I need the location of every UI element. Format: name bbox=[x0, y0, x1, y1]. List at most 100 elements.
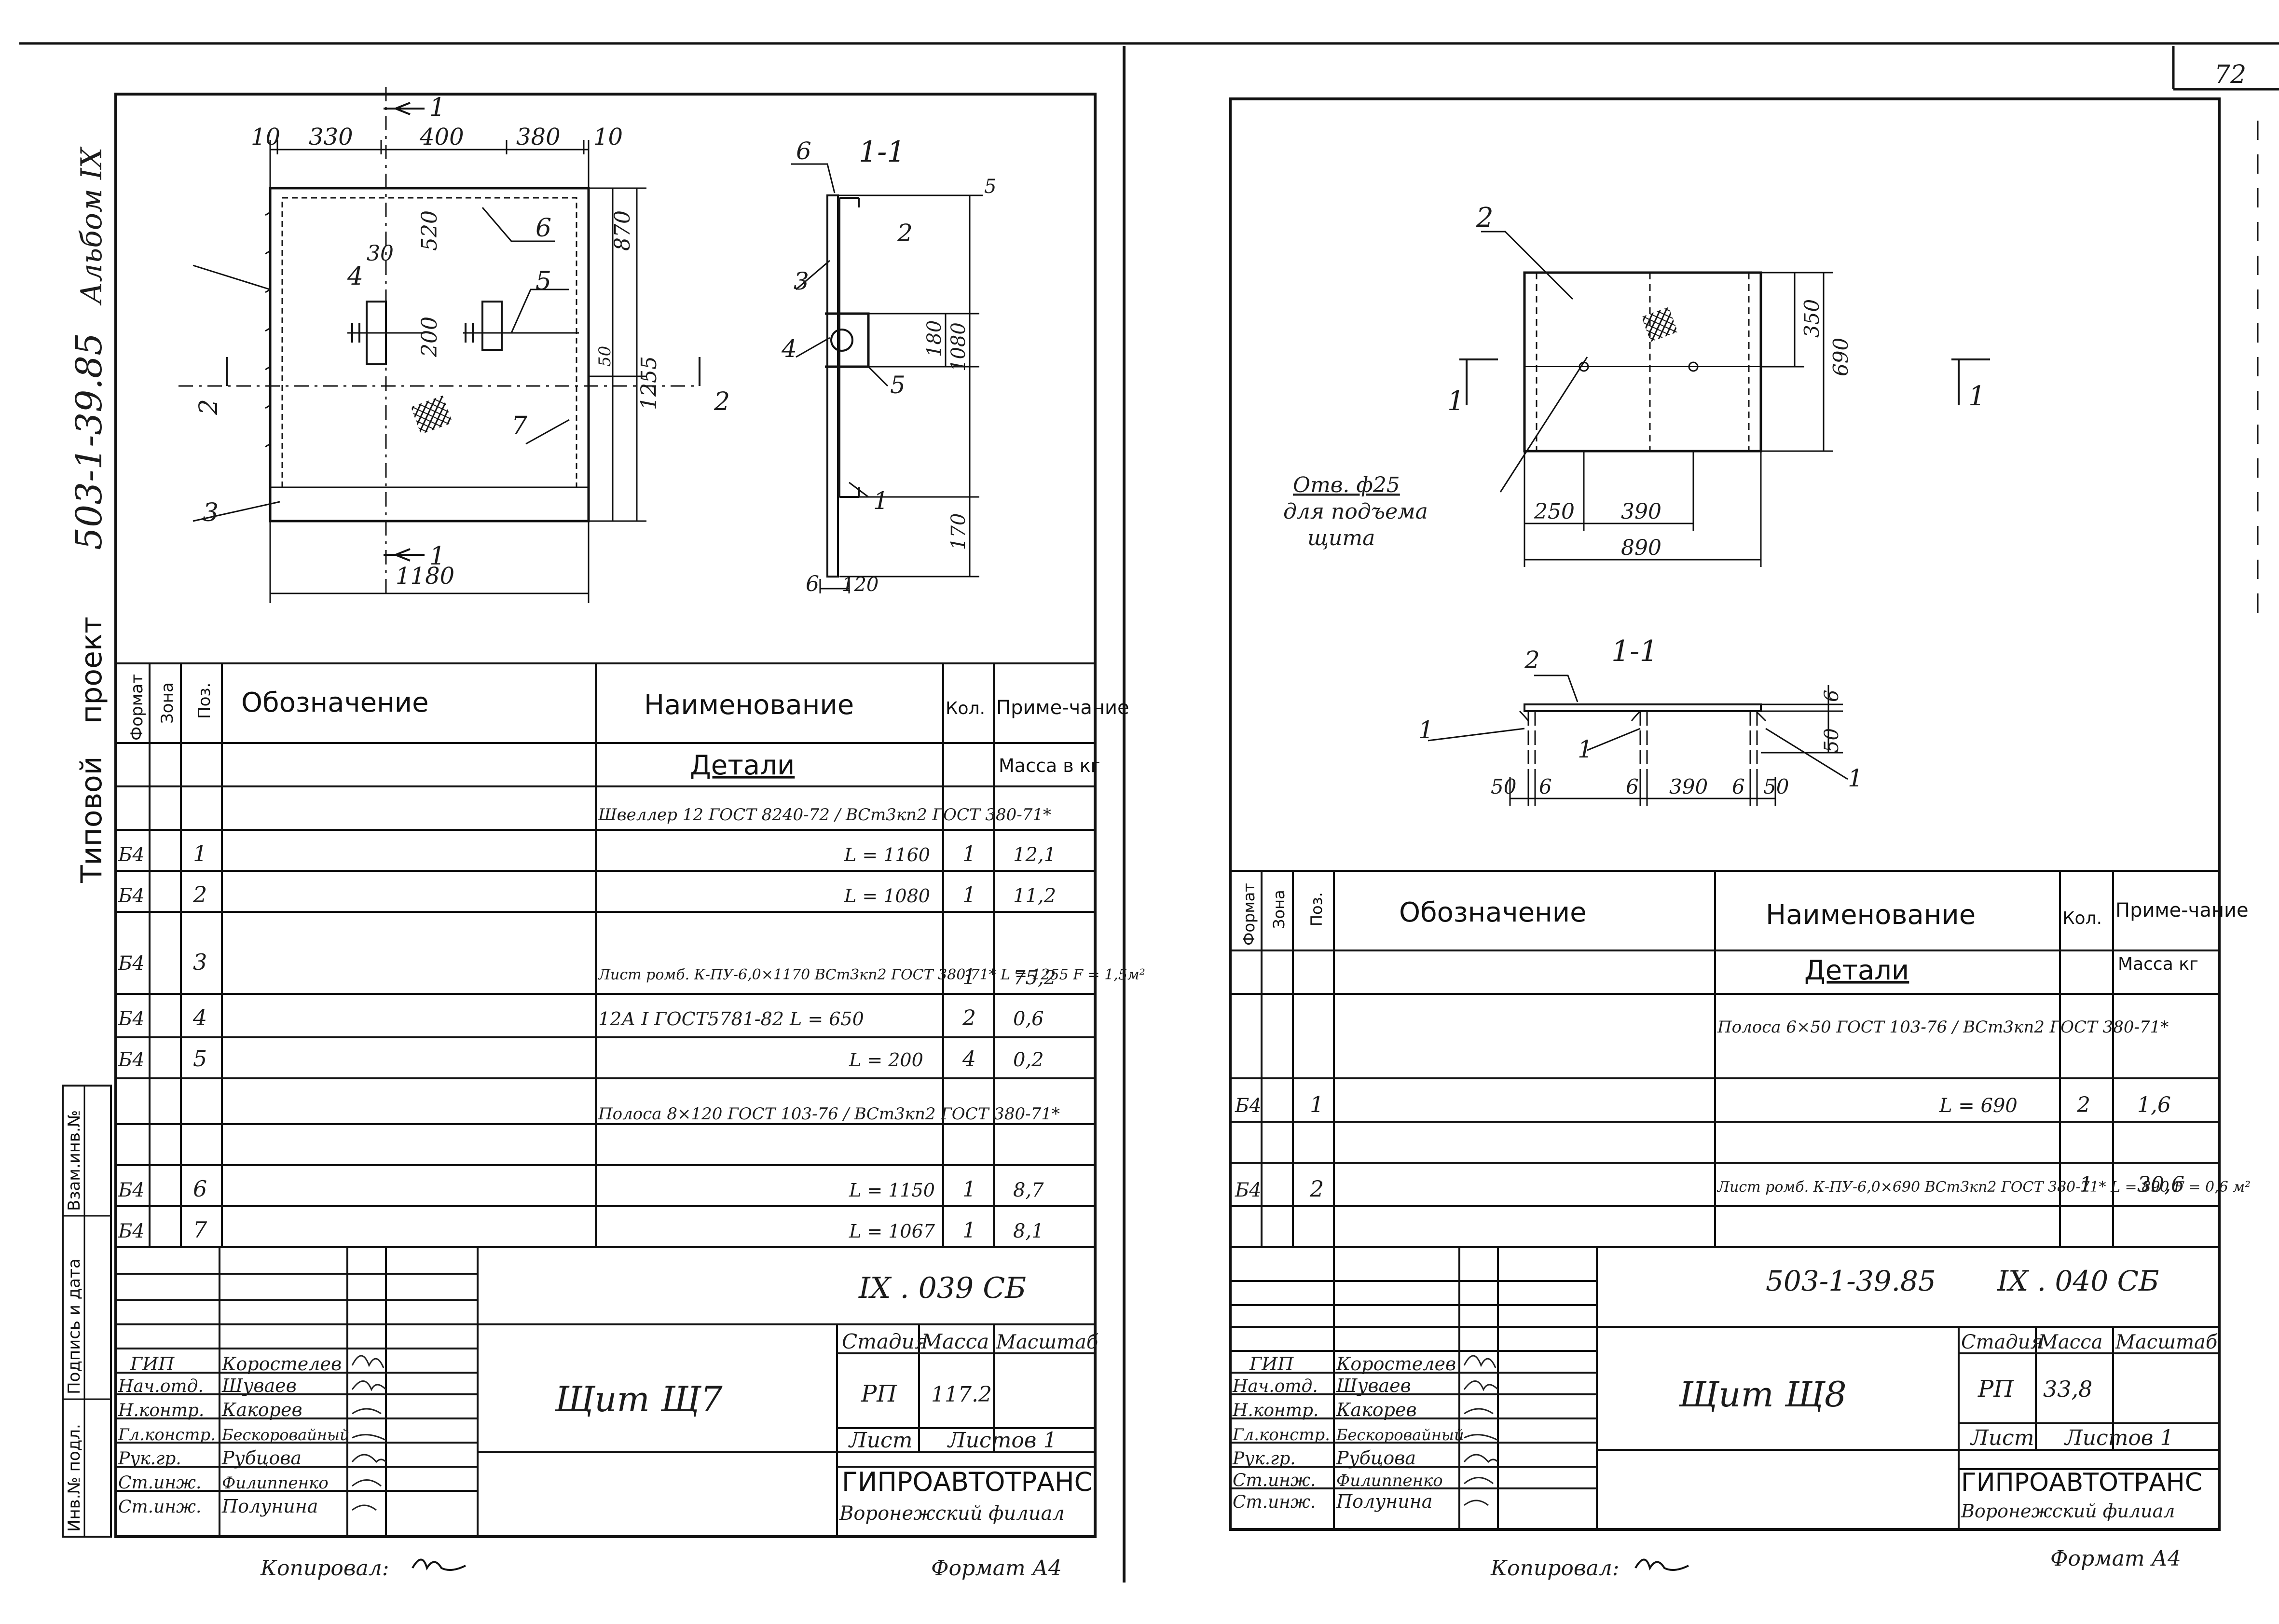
row7-note: 8,7 bbox=[1013, 1179, 1044, 1201]
stamp-inv-no: Инв.№ подл. bbox=[65, 1424, 84, 1532]
r-hdr-pos: Поз. bbox=[1307, 892, 1326, 926]
row3-fmt: Б4 bbox=[118, 952, 145, 975]
r-hdr-format: Формат bbox=[1240, 883, 1258, 946]
mark-4: 4 bbox=[347, 262, 363, 291]
dim-870: 870 bbox=[610, 210, 635, 251]
role-ncontr: Н.контр. bbox=[118, 1401, 204, 1420]
r-role-group: Рук.гр. bbox=[1232, 1449, 1296, 1469]
row1-qty: 1 bbox=[962, 842, 976, 867]
r-sec-mark-1b: 1 bbox=[1578, 735, 1593, 763]
r-lbl-sheets: Листов 1 bbox=[2064, 1426, 2174, 1450]
r-hdr-note: Приме-чание bbox=[2115, 899, 2249, 922]
caption-typical: Типовой bbox=[75, 756, 109, 883]
shield-7-plan-view: 10 330 400 380 10 870 520 1255 200 30 50… bbox=[178, 87, 730, 603]
left-footer-copied: Копировал: bbox=[260, 1556, 389, 1581]
stamp-signature-date: Подпись и дата bbox=[65, 1258, 84, 1394]
row1-fmt: Б4 bbox=[118, 844, 145, 866]
r-dim-690: 690 bbox=[1829, 338, 1853, 376]
r-lbl-stage: Стадия bbox=[1961, 1331, 2043, 1353]
r-dim-350: 350 bbox=[1800, 299, 1824, 338]
r-sec-dim-50l: 50 bbox=[1491, 775, 1516, 798]
right-frame bbox=[1229, 97, 2221, 1531]
r-name-4: Рубцова bbox=[1336, 1447, 1416, 1469]
section-details: Детали bbox=[690, 750, 795, 781]
sec-mark-3: 3 bbox=[794, 267, 809, 295]
name-2: Какорев bbox=[221, 1399, 302, 1420]
sec-dim-170: 170 bbox=[947, 513, 970, 550]
lbl-scale: Масштаб bbox=[996, 1331, 1098, 1353]
r-role-ncontr: Н.контр. bbox=[1232, 1401, 1318, 1420]
r-row1-fmt: Б4 bbox=[1235, 1095, 1262, 1117]
row5-note: 0,2 bbox=[1013, 1049, 1044, 1071]
row2-name: L = 1080 bbox=[844, 885, 930, 907]
row1-pos: 1 bbox=[193, 840, 207, 867]
row4-name: 12А I ГОСТ5781-82 L = 650 bbox=[598, 1008, 864, 1030]
role-eng2: Ст.инж. bbox=[118, 1497, 201, 1517]
caption-project-code: 503-1-39.85 bbox=[69, 333, 110, 550]
r-row2-pos: 2 bbox=[1309, 1176, 1324, 1202]
left-sheet: Типовой проект 503-1-39.85 Альбом IX Инв… bbox=[62, 87, 1145, 1581]
org-name: ГИПРОАВТОТРАНС bbox=[842, 1467, 1092, 1497]
r-role-chief: Гл.констр. bbox=[1232, 1425, 1330, 1445]
hdr-designation: Обозначение bbox=[241, 687, 429, 718]
r-name-1: Шуваев bbox=[1336, 1375, 1411, 1396]
loop-pos-5 bbox=[481, 301, 503, 351]
sec-dim-6: 6 bbox=[806, 572, 819, 596]
row5-name: L = 200 bbox=[849, 1049, 923, 1071]
hdr-zone: Зона bbox=[158, 682, 177, 724]
r-row2-name: Лист ромб. К-ПУ-6,0×690 ВСт3кп2 ГОСТ 380… bbox=[1716, 1179, 2251, 1196]
shield-8-plan-view: 2 1 1 350 690 250 390 890 Отв. ф25 для п… bbox=[1283, 202, 1990, 567]
dim-1180: 1180 bbox=[396, 563, 454, 590]
name-0: Коростелев bbox=[221, 1353, 342, 1375]
row1-note: 12,1 bbox=[1013, 844, 1056, 866]
sec-mark-2: 2 bbox=[897, 219, 913, 247]
r-mass-value: 33,8 bbox=[2043, 1376, 2092, 1402]
sec-dim-120: 120 bbox=[842, 574, 879, 596]
left-frame bbox=[114, 93, 1097, 1538]
hdr-pos: Поз. bbox=[195, 683, 214, 719]
dim-1255: 1255 bbox=[637, 356, 661, 410]
shield-7-frame bbox=[281, 197, 577, 488]
shield-8-section-1-1: 1-1 2 1 1 1 6 50 50 6 6 390 6 50 bbox=[1418, 634, 1863, 806]
name-3: Бескоровайный bbox=[221, 1426, 350, 1444]
right-footer-copied: Копировал: bbox=[1490, 1556, 1620, 1581]
sec-dim-180: 180 bbox=[923, 320, 946, 357]
r-role-eng1: Ст.инж. bbox=[1233, 1471, 1316, 1490]
r-lbl-sheet: Лист bbox=[1970, 1426, 2034, 1450]
row7-pos: 6 bbox=[193, 1176, 207, 1202]
row8-fmt: Б4 bbox=[118, 1220, 145, 1242]
row4-qty: 2 bbox=[962, 1006, 976, 1031]
dim-200: 200 bbox=[417, 317, 442, 358]
r-hdr-zone: Зона bbox=[1270, 890, 1288, 929]
row5-fmt: Б4 bbox=[118, 1049, 145, 1071]
left-side-caption: Типовой проект 503-1-39.85 Альбом IX bbox=[69, 146, 110, 883]
dim-400: 400 bbox=[419, 124, 464, 151]
r-sec-mark-1c: 1 bbox=[1848, 764, 1863, 792]
left-side-stamp: Инв.№ подл. Подпись и дата Взам.инв.№ bbox=[62, 1085, 112, 1538]
r-dim-250: 250 bbox=[1534, 499, 1575, 524]
shield-8-outline bbox=[1523, 271, 1762, 453]
r-row1-pos: 1 bbox=[1310, 1091, 1324, 1117]
r-dim-390: 390 bbox=[1621, 499, 1661, 524]
r-hdr-designation: Обозначение bbox=[1399, 897, 1587, 928]
dim-380: 380 bbox=[516, 124, 561, 151]
section-loop bbox=[825, 312, 870, 368]
r-row2-fmt: Б4 bbox=[1235, 1179, 1262, 1201]
dim-50: 50 bbox=[595, 346, 615, 367]
r-sec-dim-6a: 6 bbox=[1539, 775, 1552, 798]
drawing-title: Щит Щ7 bbox=[554, 1379, 723, 1419]
r-sec-dim-6: 6 bbox=[1821, 690, 1843, 702]
dim-330: 330 bbox=[309, 124, 353, 151]
row4-note: 0,6 bbox=[1013, 1008, 1044, 1030]
role-head: Нач.отд. bbox=[118, 1376, 204, 1396]
row5-pos: 5 bbox=[193, 1046, 207, 1072]
lbl-sheets: Листов 1 bbox=[947, 1428, 1057, 1453]
lbl-sheet: Лист bbox=[848, 1428, 912, 1453]
hole-note-2: для подъема bbox=[1283, 499, 1428, 524]
row7-fmt: Б4 bbox=[118, 1179, 145, 1201]
row2-qty: 1 bbox=[962, 883, 976, 908]
right-spec-table: Формат Зона Поз. Обозначение Наименовани… bbox=[1230, 870, 2251, 1248]
role-chief: Гл.констр. bbox=[118, 1425, 216, 1445]
left-spec-table: Формат Зона Поз. Обозначение Наименовани… bbox=[116, 662, 1145, 1248]
